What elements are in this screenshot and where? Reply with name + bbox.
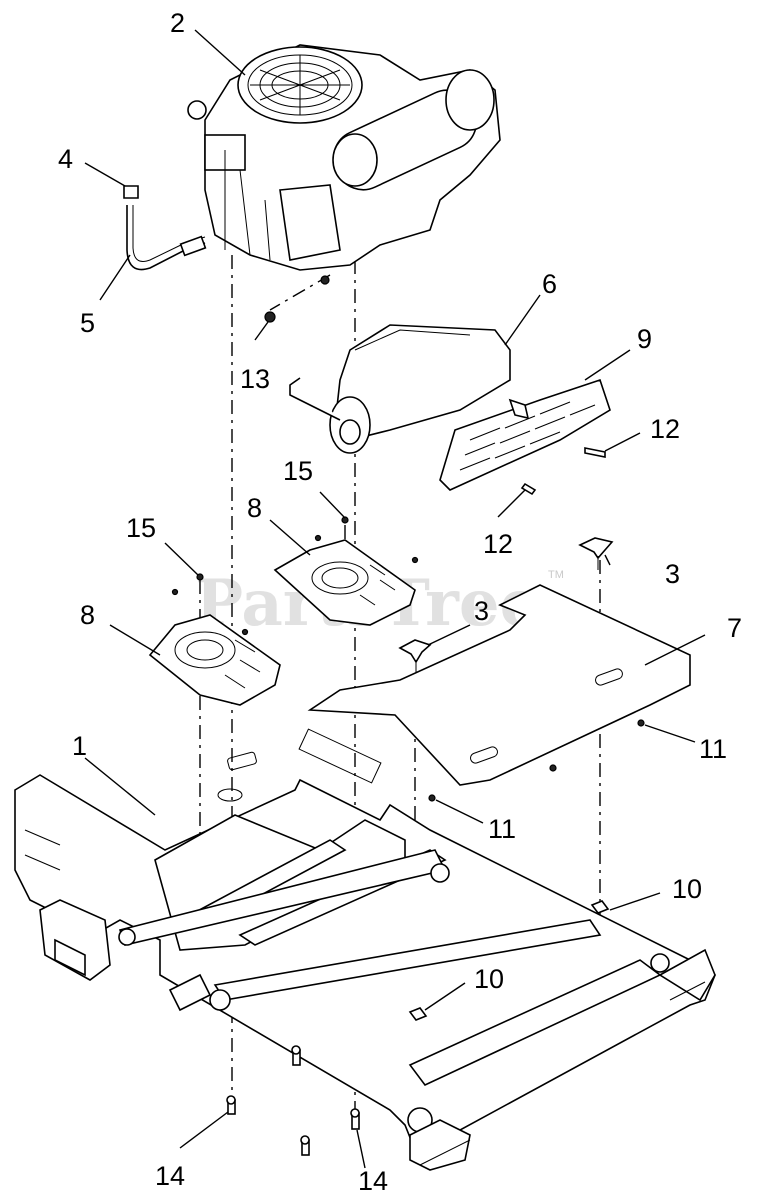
callout-10-center: 10 xyxy=(474,964,504,994)
muffler[interactable] xyxy=(289,324,511,454)
callout-7: 7 xyxy=(727,613,742,643)
callout-1: 1 xyxy=(72,731,87,761)
callout-11-center: 11 xyxy=(488,814,516,844)
watermark-trademark: TM xyxy=(548,569,564,581)
bolt-extra xyxy=(291,1045,310,1156)
callout-5: 5 xyxy=(80,308,95,338)
callout-10-right: 10 xyxy=(672,874,702,904)
callout-14-right: 14 xyxy=(358,1166,388,1196)
plate-8-upper[interactable] xyxy=(273,539,416,626)
knob-3-center[interactable] xyxy=(398,639,432,672)
callout-8-upper: 8 xyxy=(247,493,262,523)
callout-2: 2 xyxy=(170,8,185,38)
floor-pan[interactable] xyxy=(307,584,691,786)
callout-11-right: 11 xyxy=(699,734,727,764)
callout-14-left: 14 xyxy=(155,1161,185,1191)
callout-13: 13 xyxy=(240,364,270,394)
callouts: 2 4 5 13 6 9 12 12 15 15 8 8 3 3 7 1 11 … xyxy=(58,8,742,1196)
leader-lines xyxy=(84,29,706,1169)
bolt-14-right[interactable] xyxy=(350,1108,360,1130)
callout-4: 4 xyxy=(58,144,73,174)
callout-12-lower: 12 xyxy=(483,529,513,559)
chassis-frame[interactable] xyxy=(14,728,716,1171)
bolt-14-left[interactable] xyxy=(226,1095,236,1115)
fuel-cap[interactable] xyxy=(123,185,139,199)
knob-3-right[interactable] xyxy=(578,537,614,570)
callout-9: 9 xyxy=(637,324,652,354)
callout-15-upper: 15 xyxy=(283,456,313,486)
bolt-13[interactable] xyxy=(264,311,276,323)
plate-8-lower[interactable] xyxy=(148,614,281,706)
callout-12-upper: 12 xyxy=(650,414,680,444)
bolt-11-center[interactable] xyxy=(428,794,436,802)
clip-10-center[interactable] xyxy=(408,1007,428,1021)
callout-8-lower: 8 xyxy=(80,600,95,630)
callout-3-right: 3 xyxy=(665,559,680,589)
bolt-12-lower[interactable] xyxy=(520,482,537,496)
bolt-12-upper[interactable] xyxy=(584,447,606,458)
clip-10-right[interactable] xyxy=(590,900,610,914)
bolt-11-right[interactable] xyxy=(637,719,645,727)
engine[interactable] xyxy=(187,44,501,285)
callout-6: 6 xyxy=(542,269,557,299)
heat-shield[interactable] xyxy=(439,378,611,491)
fuel-hose[interactable] xyxy=(126,205,207,271)
callout-3-center: 3 xyxy=(474,596,489,626)
bolt-15-lower[interactable] xyxy=(196,573,204,581)
callout-15-lower: 15 xyxy=(126,513,156,543)
